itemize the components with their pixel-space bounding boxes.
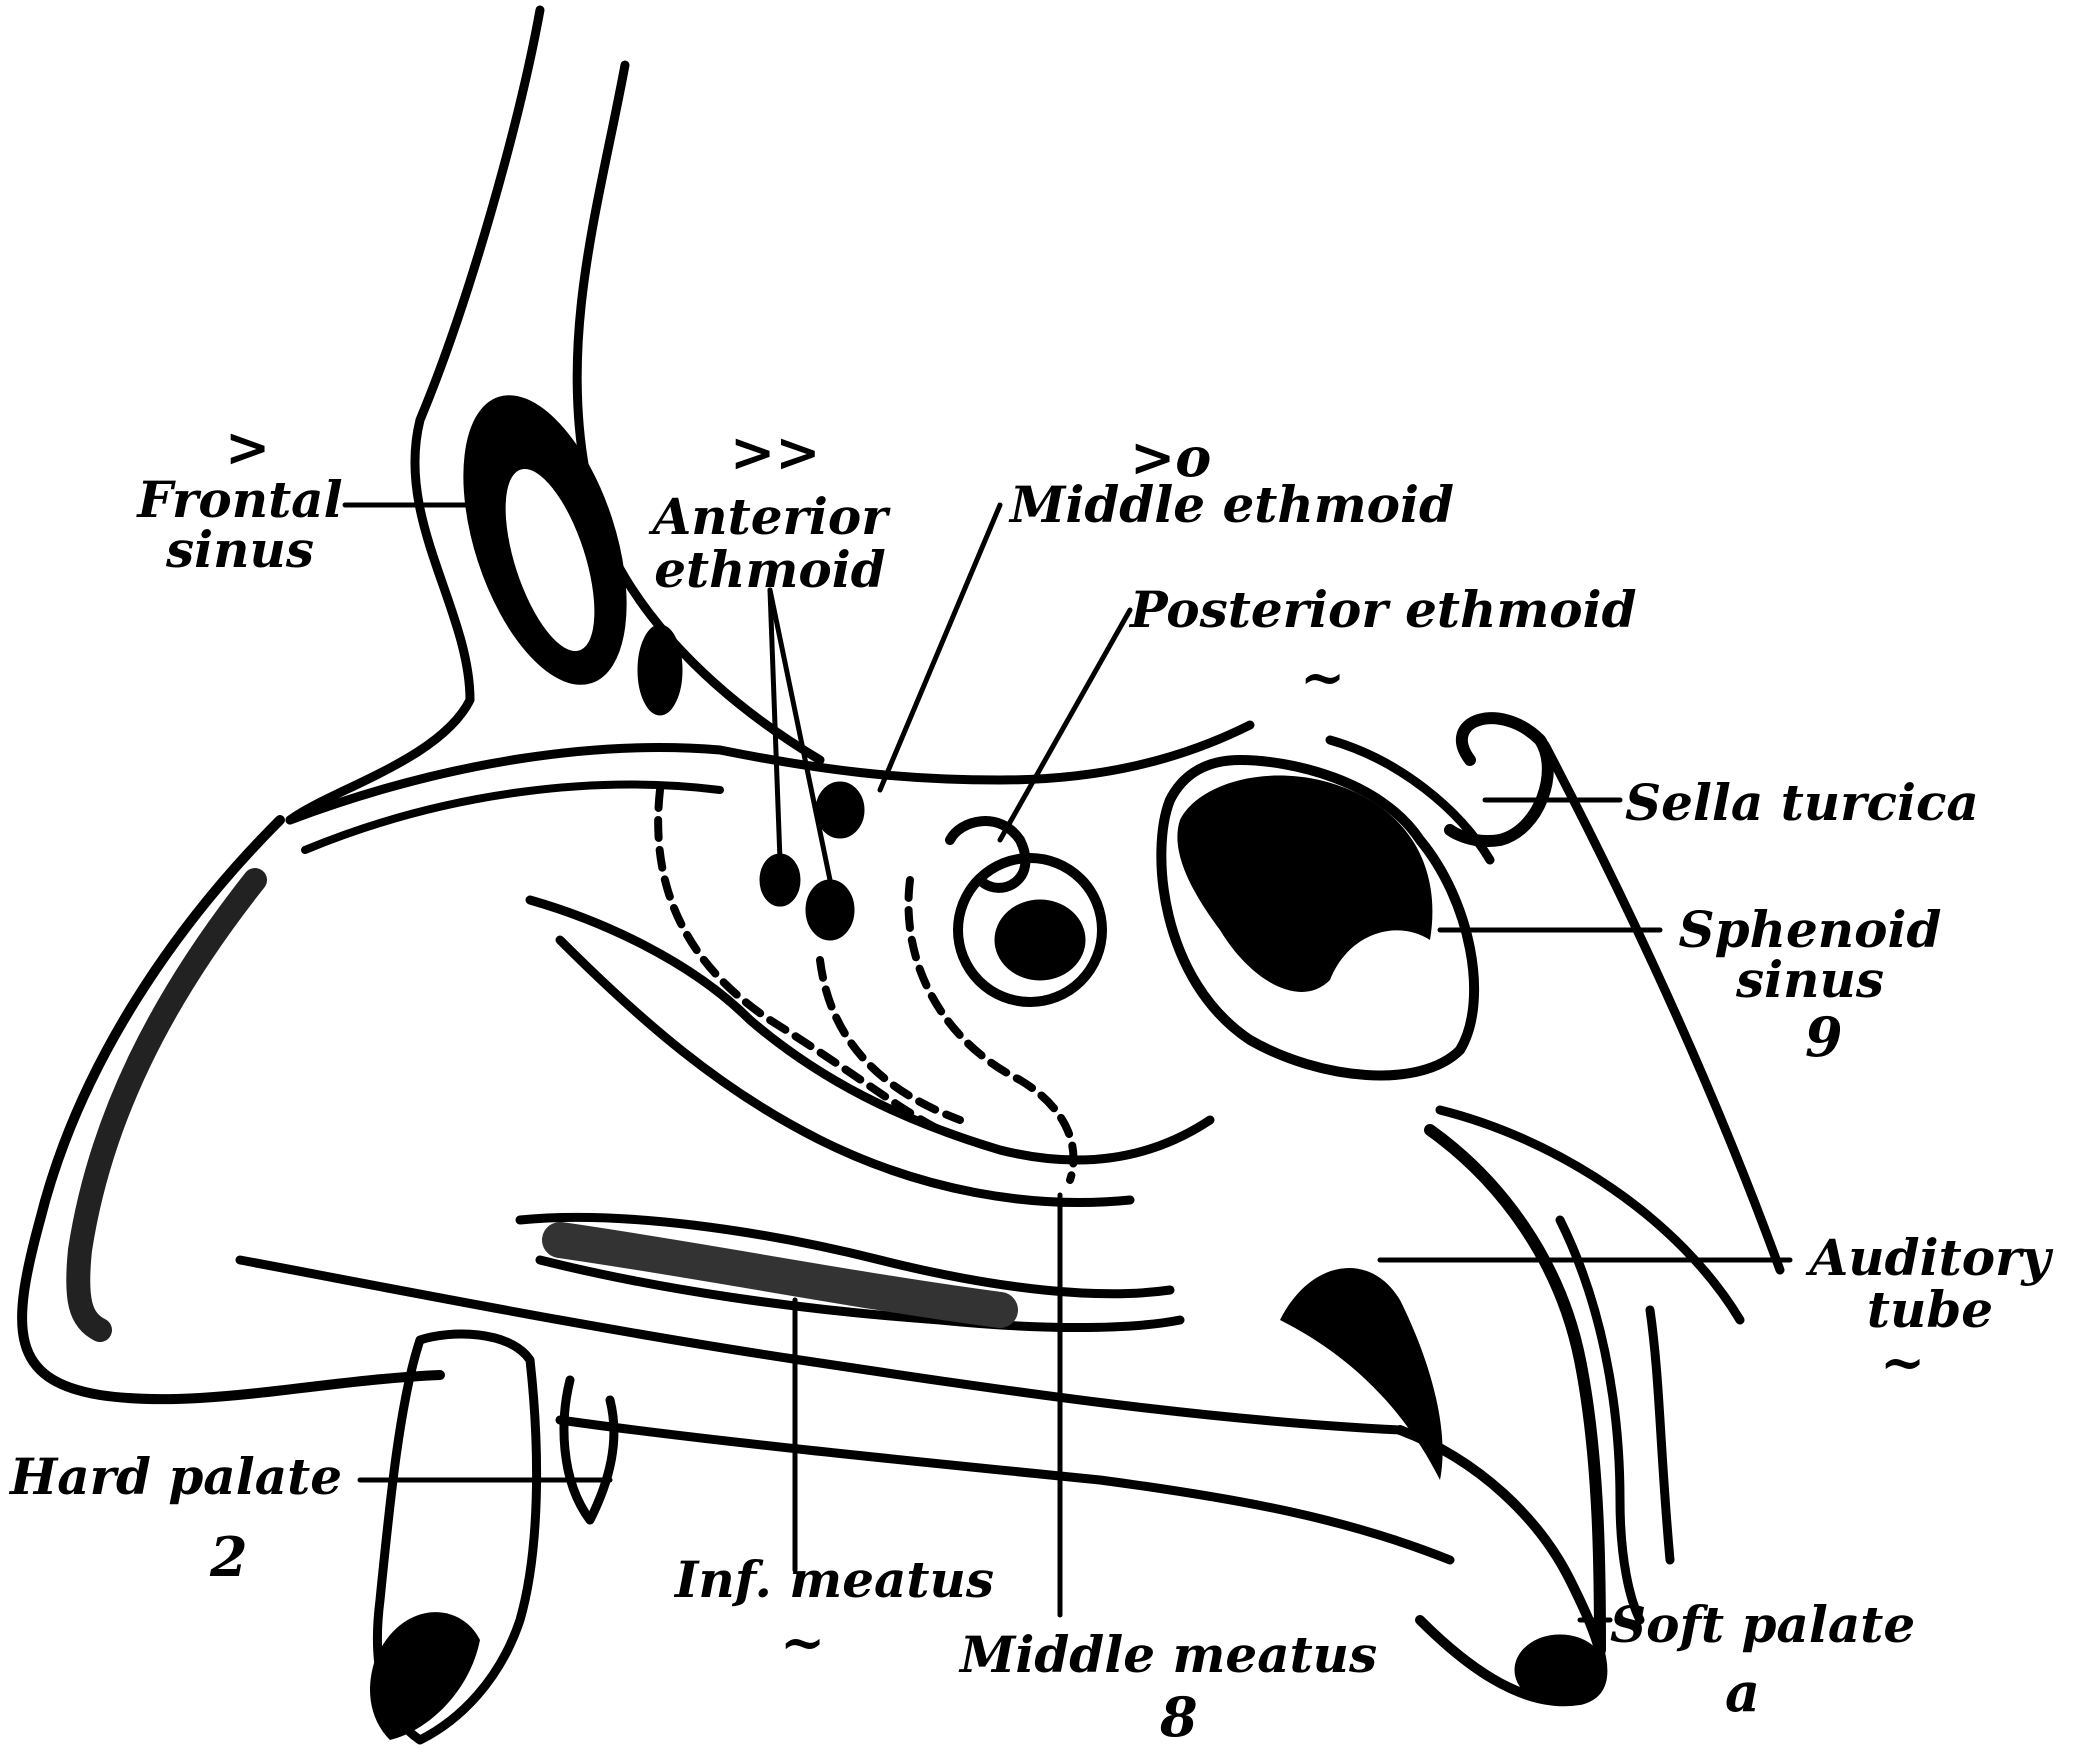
label-middle-ethmoid: Middle ethmoid [1010, 480, 1454, 530]
label-auditory-tube-1: Auditory [1790, 1233, 2070, 1283]
posterior-ethmoid-cell-fill [995, 900, 1085, 980]
anterior-ethmoid-cell-2 [806, 880, 854, 940]
label-inf-meatus: Inf. meatus [675, 1555, 994, 1605]
middle-turbinate [530, 900, 1210, 1160]
label-posterior-ethmoid: Posterior ethmoid [1130, 585, 1637, 635]
hard-palate-lower [560, 1420, 1450, 1560]
label-middle-meatus: Middle meatus [960, 1630, 1377, 1680]
middle-turbinate-dash-2 [820, 960, 960, 1120]
label-frontal-sinus-2: sinus [125, 525, 355, 575]
uvula [1515, 1635, 1605, 1705]
mark-anterior-ethmoid: >> [730, 425, 821, 479]
mark-inf-meatus: ~ [780, 1615, 825, 1669]
label-auditory-tube-2: tube [1790, 1285, 2070, 1335]
label-soft-palate: Soft palate [1610, 1600, 1915, 1650]
label-anterior-ethmoid-2: ethmoid [630, 545, 910, 595]
label-anterior-ethmoid-1: Anterior [630, 492, 910, 542]
label-sphenoid-sinus-2: sinus [1660, 955, 1960, 1005]
mark-sphenoid: 9 [1805, 1010, 1843, 1064]
anterior-ethmoid-cell-3 [816, 782, 864, 838]
label-sphenoid-sinus-1: Sphenoid [1660, 905, 1960, 955]
label-hard-palate: Hard palate [10, 1452, 342, 1502]
auditory-tube-dark [1280, 1268, 1443, 1480]
mark-hard-palate: 2 [210, 1530, 248, 1584]
pharynx-wall-3 [1650, 1310, 1670, 1560]
mark-middle-ethmoid: >o [1130, 430, 1211, 484]
pharynx-wall [1430, 1130, 1600, 1650]
mark-soft-palate: a [1725, 1665, 1760, 1719]
incisor-dark [370, 1612, 480, 1740]
palate-body [564, 1380, 614, 1520]
middle-turbinate-dash-1 [658, 790, 940, 1130]
label-frontal-sinus-1: Frontal [125, 475, 355, 525]
mark-posterior-ethmoid: ~ [1300, 650, 1345, 704]
leader-posterior-ethmoid [1000, 610, 1130, 840]
label-sella-turcica: Sella turcica [1625, 778, 1979, 828]
mark-auditory-tube: ~ [1880, 1335, 1925, 1389]
mark-frontal: > [225, 420, 270, 474]
small-ethmoid-cell [638, 625, 682, 715]
mark-middle-meatus: 8 [1160, 1690, 1198, 1744]
